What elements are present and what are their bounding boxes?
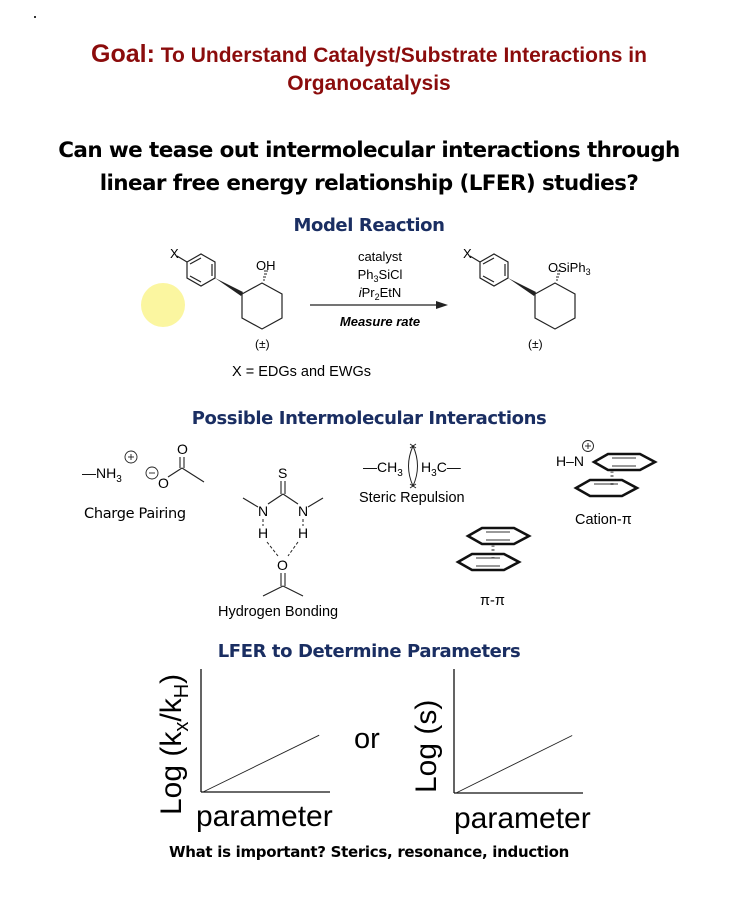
arene-ring bbox=[573, 478, 640, 498]
product-racemic: (±) bbox=[528, 337, 543, 351]
model-reaction-scheme: X OH (±) X = EDGs and EWGs catalyst Ph3S… bbox=[141, 246, 591, 380]
reactant-wedge-bond bbox=[215, 278, 243, 296]
reactant-x: X bbox=[170, 246, 179, 261]
product-osiph3: OSiPh3 bbox=[548, 260, 591, 277]
goal-line1: To Understand Catalyst/Substrate Interac… bbox=[160, 44, 647, 67]
carbonyl-o: O bbox=[177, 441, 188, 457]
lfer-heading: LFER to Determine Parameters bbox=[217, 641, 521, 662]
steric-repulsion-structure: —CH3 H3C— bbox=[363, 443, 461, 489]
repulsion-arcs-icon bbox=[408, 445, 418, 487]
trend-line bbox=[202, 734, 320, 793]
plus-charge-icon bbox=[124, 450, 138, 464]
plot-log-kx-kh bbox=[200, 669, 330, 793]
thiourea-h-right: H bbox=[298, 525, 308, 541]
pi-pi-structure bbox=[455, 526, 532, 572]
research-question: Can we tease out intermolecular interact… bbox=[0, 134, 738, 200]
y-axis-label-right: Log (s) bbox=[410, 699, 443, 793]
question-line2: linear free energy relationship (LFER) s… bbox=[99, 171, 639, 196]
thiourea-n-right: N bbox=[298, 503, 308, 519]
goal-line2: Organocatalysis bbox=[287, 72, 451, 95]
plot-log-s bbox=[453, 669, 583, 794]
product-cyclohexane bbox=[534, 282, 576, 330]
carboxylate-o: O bbox=[158, 475, 169, 491]
reactant-oh: OH bbox=[256, 258, 276, 273]
interactions-diagram: —NH3 O O Charge Pairing S N N bbox=[82, 440, 658, 620]
plus-charge-icon bbox=[582, 440, 594, 452]
lfer-plots: or bbox=[200, 669, 583, 794]
product-benzene-ring bbox=[469, 253, 509, 287]
trend-line bbox=[455, 735, 573, 794]
bottom-arene-ring bbox=[455, 552, 522, 572]
reactant-benzene-ring bbox=[176, 253, 216, 287]
footer-note: What is important? Sterics, resonance, i… bbox=[168, 843, 570, 861]
reactant-cyclohexane bbox=[241, 282, 283, 330]
arrow-head bbox=[436, 301, 448, 309]
goal-title: Goal: To Understand Catalyst/Substrate I… bbox=[0, 40, 738, 98]
substituent-note: X = EDGs and EWGs bbox=[232, 364, 371, 380]
label-steric-repulsion: Steric Repulsion bbox=[359, 490, 465, 506]
charge-pairing-structure: —NH3 O O bbox=[82, 441, 205, 491]
reactant-hash-bond bbox=[263, 270, 268, 281]
product-wedge-bond bbox=[508, 278, 536, 296]
product-hash-bond bbox=[556, 270, 561, 281]
x-axis-label-left: parameter bbox=[196, 800, 333, 833]
reactant-racemic: (±) bbox=[255, 337, 270, 351]
pyridinium-ring bbox=[591, 452, 658, 472]
methyl-right: H3C— bbox=[421, 459, 461, 479]
label-pi-pi: π-π bbox=[480, 593, 505, 609]
condition-catalyst: catalyst bbox=[358, 249, 402, 264]
thiourea-h-left: H bbox=[258, 525, 268, 541]
x-axis-label-right: parameter bbox=[454, 802, 591, 835]
model-reaction-heading: Model Reaction bbox=[293, 215, 445, 236]
y-axis-label-left: Log (kx/kH) bbox=[155, 673, 193, 815]
thiourea-n-left: N bbox=[258, 503, 268, 519]
condition-silyl-chloride: Ph3SiCl bbox=[358, 267, 403, 284]
minus-charge-icon bbox=[145, 466, 159, 480]
ammonium-group: —NH3 bbox=[82, 465, 122, 485]
interactions-heading: Possible Intermolecular Interactions bbox=[191, 408, 547, 429]
hydrogen-bonding-structure: S N N H H O bbox=[242, 465, 324, 597]
label-hydrogen-bonding: Hydrogen Bonding bbox=[218, 604, 338, 620]
cation-pi-structure: H–N bbox=[556, 440, 658, 498]
label-cation-pi: Cation-π bbox=[575, 512, 632, 528]
methyl-left: —CH3 bbox=[363, 459, 403, 479]
top-arene-ring bbox=[465, 526, 532, 546]
arrow-label: Measure rate bbox=[340, 314, 420, 329]
thiourea-s: S bbox=[278, 465, 287, 481]
question-line1: Can we tease out intermolecular interact… bbox=[58, 138, 680, 163]
product-x: X bbox=[463, 246, 472, 261]
condition-base: iPr2EtN bbox=[359, 285, 402, 302]
goal-prefix: Goal: bbox=[91, 40, 155, 68]
acceptor-o: O bbox=[277, 557, 288, 573]
label-charge-pairing: Charge Pairing bbox=[84, 506, 186, 522]
stray-dot bbox=[34, 16, 36, 18]
hydrogen-bond-dashes bbox=[266, 541, 299, 557]
highlight-circle bbox=[141, 283, 185, 327]
or-connector: or bbox=[354, 723, 380, 755]
protonated-n: H–N bbox=[556, 453, 584, 469]
